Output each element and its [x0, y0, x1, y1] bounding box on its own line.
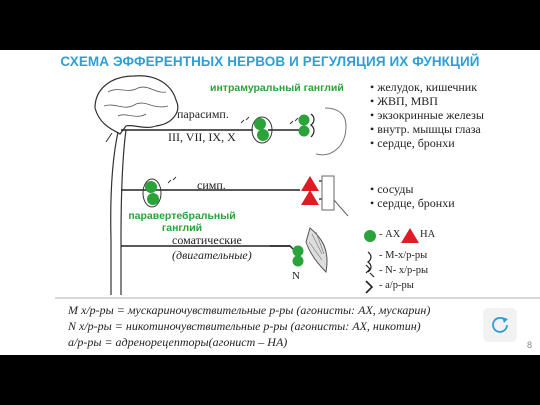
list-item: сердце, бронхи — [370, 136, 484, 150]
slide-title: СХЕМА ЭФФЕРЕНТНЫХ НЕРВОВ И РЕГУЛЯЦИЯ ИХ … — [60, 54, 480, 69]
symp-label: симп. — [197, 178, 226, 192]
list-item: сердце, бронхи — [370, 196, 454, 210]
parasymp-target-receptor — [298, 113, 315, 138]
list-item: сосуды — [370, 182, 455, 196]
parasymp-nerves: III, VII, IX, X — [168, 130, 236, 144]
paravertebral-ganglion-label: паравертебральный ганглий — [128, 210, 236, 234]
list-item: желудок, кишечник — [370, 80, 484, 94]
legend-na: НА — [420, 229, 436, 240]
legend-n-receptors: - N- х/р-ры — [379, 265, 429, 276]
intramural-ganglion — [251, 116, 273, 144]
efferent-diagram — [55, 75, 540, 299]
list-item: ЖВП, МВП — [370, 94, 484, 108]
footnote-a: а/р-ры = адренорецепторы(агонист – НА) — [68, 335, 288, 349]
somatic-label: соматические — [172, 233, 242, 247]
list-item: внутр. мышцы глаза — [370, 122, 484, 136]
slide: СХЕМА ЭФФЕРЕНТНЫХ НЕРВОВ И РЕГУЛЯЦИЯ ИХ … — [0, 50, 540, 355]
legend-symbols — [364, 228, 419, 294]
n-label: N — [292, 270, 300, 282]
footnote-n: N х/р-ры = никотиночувствительные р-ры (… — [68, 319, 421, 333]
legend-a-receptors: - а/р-ры — [379, 280, 414, 291]
page-number: 8 — [527, 340, 533, 350]
replay-button[interactable] — [483, 308, 517, 342]
legend-ach: - АХ — [379, 229, 401, 240]
brain-icon — [94, 75, 179, 295]
symp-target-list: сосуды сердце, бронхи — [370, 182, 455, 210]
replay-icon — [492, 317, 508, 333]
parasymp-target-list: желудок, кишечник ЖВП, МВП экзокринные ж… — [370, 80, 484, 150]
intramural-ganglion-label: интрамуральный ганглий — [210, 82, 344, 94]
paravertebral-ganglion — [142, 178, 162, 208]
somatic-sub-label: (двигательные) — [172, 248, 252, 262]
list-item: экзокринные железы — [370, 108, 484, 122]
parasymp-label: парасимп. — [177, 107, 229, 121]
somatic-target-receptor — [292, 245, 304, 267]
legend-m-receptors: - М-х/р-ры — [379, 250, 428, 261]
footnote-m: М х/р-ры = мускариночувствительные р-ры … — [68, 303, 431, 317]
symp-target-receptor — [301, 176, 322, 205]
